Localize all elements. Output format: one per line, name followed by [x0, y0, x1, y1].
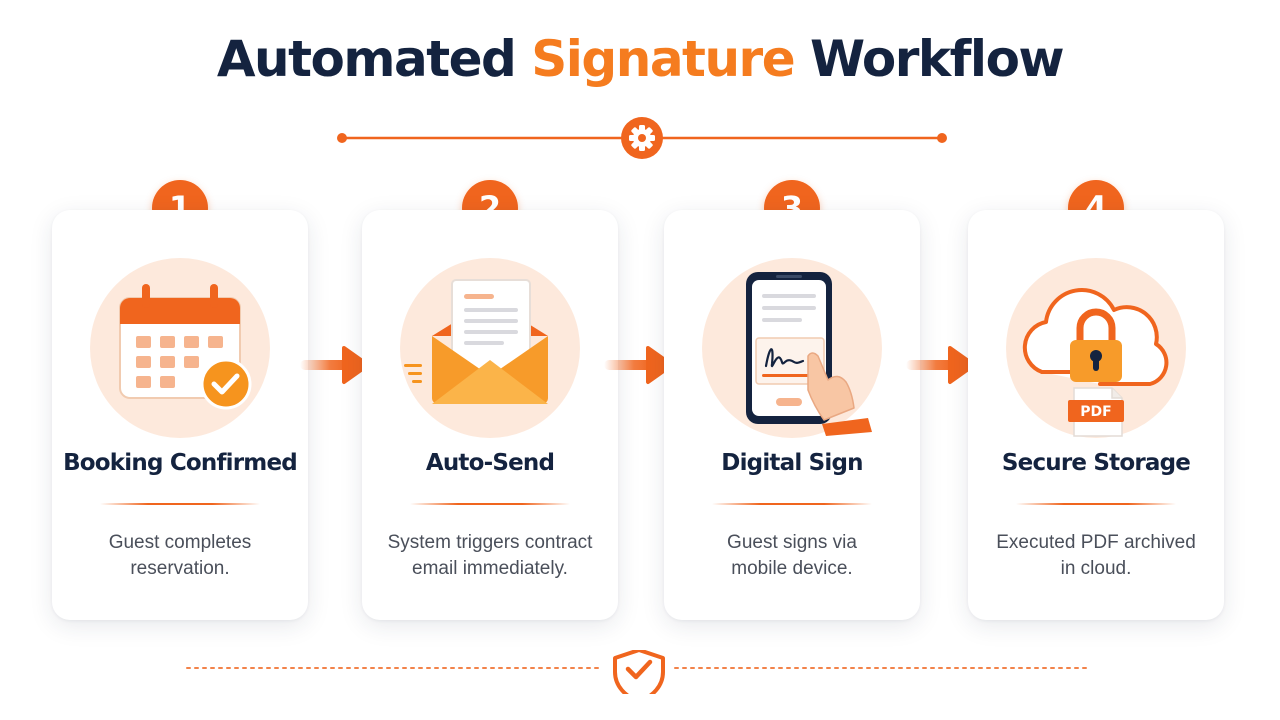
step-4-card: PDF Secure Storage Executed PDF archived… [968, 210, 1224, 620]
arrow-right-icon [604, 346, 674, 384]
gear-icon [621, 117, 663, 159]
step-3-card: Digital Sign Guest signs via mobile devi… [664, 210, 920, 620]
step-2-divider [410, 503, 570, 505]
step-4-divider [1016, 503, 1176, 505]
step-1-desc-line-2: reservation. [130, 558, 230, 579]
step-2-desc-line-1: System triggers contract [387, 532, 593, 553]
top-divider [337, 117, 947, 159]
step-4-desc-line-1: Executed PDF archived [996, 532, 1196, 553]
title-part-2: Signature [531, 30, 795, 88]
step-3-desc-line-2: mobile device. [731, 558, 853, 579]
arrow-right-icon [906, 346, 976, 384]
step-1-desc-line-1: Guest completes [108, 532, 252, 553]
step-2-description: System triggers contract email immediate… [376, 530, 604, 582]
bottom-divider [186, 650, 1089, 694]
step-3-description: Guest signs via mobile device. [678, 530, 906, 582]
pdf-file-label: PDF [1080, 404, 1111, 420]
step-3-divider [712, 503, 872, 505]
step-2-title: Auto-Send [425, 450, 555, 476]
cloud-lock-icon: PDF [1006, 258, 1186, 438]
step-1-description: Guest completes reservation. [66, 530, 294, 582]
shield-check-icon [613, 650, 665, 694]
phone-signature-icon [702, 258, 882, 438]
step-4-desc-line-2: in cloud. [1060, 558, 1132, 579]
step-3-desc-line-1: Guest signs via [727, 532, 857, 553]
step-1-card: Booking Confirmed Guest completes reserv… [52, 210, 308, 620]
title-part-3: Workflow [810, 30, 1065, 88]
arrow-right-icon [300, 346, 370, 384]
page-title: Automated Signature Workflow [0, 30, 1280, 88]
step-1-title: Booking Confirmed [63, 450, 298, 476]
step-2-card: Auto-Send System triggers contract email… [362, 210, 618, 620]
calendar-check-icon [90, 258, 270, 438]
title-part-1: Automated [216, 30, 517, 88]
step-1-divider [100, 503, 260, 505]
envelope-document-icon [400, 258, 580, 438]
step-4-description: Executed PDF archived in cloud. [982, 530, 1210, 582]
step-4-title: Secure Storage [1001, 450, 1191, 476]
step-3-title: Digital Sign [721, 450, 863, 476]
step-2-desc-line-2: email immediately. [412, 558, 568, 579]
